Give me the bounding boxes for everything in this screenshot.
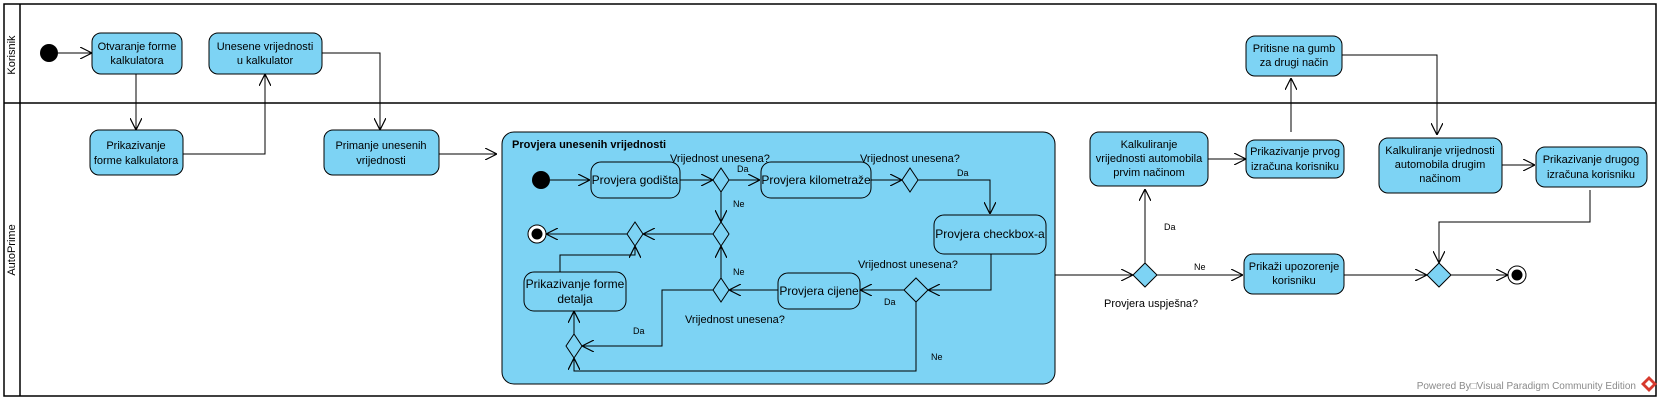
label-vu-km: Vrijednost unesena?	[860, 153, 960, 165]
decision-godiste	[712, 167, 730, 193]
final-node	[1507, 265, 1527, 285]
watermark: Powered By□Visual Paradigm Community Edi…	[1417, 376, 1657, 392]
group-initial-node	[532, 171, 550, 189]
group-title: Provjera unesenih vrijednosti	[512, 139, 666, 151]
label-ne-checkbox: Ne	[931, 352, 943, 362]
svg-text:Provjera cijene: Provjera cijene	[779, 284, 859, 298]
svg-text:Provjera checkbox-a: Provjera checkbox-a	[935, 227, 1045, 241]
merge-ne	[712, 221, 730, 247]
decision-cijena	[712, 277, 730, 303]
merge-detalji	[565, 333, 583, 359]
decision-km	[901, 167, 919, 193]
swimlane-frame: Korisnik AutoPrime	[3, 3, 1657, 397]
action-provjera-cijene: Provjera cijene	[777, 272, 861, 310]
svg-text:Provjera godišta: Provjera godišta	[592, 173, 679, 187]
action-provjera-kilometraze: Provjera kilometraže	[760, 161, 872, 199]
initial-node	[40, 44, 58, 62]
decision-checkbox	[903, 277, 929, 303]
label-da-km: Da	[957, 168, 969, 178]
merge-final	[626, 221, 644, 247]
group-edges	[546, 180, 991, 372]
label-da-checkbox: Da	[884, 297, 896, 307]
label-ne-uspjesna: Ne	[1194, 262, 1206, 272]
decision-uspjesna	[1132, 262, 1158, 288]
label-vu-checkbox: Vrijednost unesena?	[858, 259, 958, 271]
label-da-uspjesna: Da	[1164, 222, 1176, 232]
label-vu-cijena: Vrijednost unesena?	[685, 314, 785, 326]
label-ne-godiste: Ne	[733, 199, 745, 209]
lane-label-autoprime: AutoPrime	[6, 224, 18, 275]
watermark-text: Powered By□Visual Paradigm Community Edi…	[1417, 381, 1636, 392]
merge-end	[1426, 262, 1452, 288]
edge-labels: Vrijednost unesena? Da Ne Vrijednost une…	[633, 153, 1206, 362]
label-da-godiste: Da	[737, 164, 749, 174]
action-provjera-checkbox: Provjera checkbox-a	[933, 214, 1047, 255]
edges	[58, 53, 1591, 275]
group-final-node	[527, 224, 547, 244]
visual-paradigm-logo-icon	[1641, 376, 1657, 392]
lane-label-korisnik: Korisnik	[6, 35, 18, 75]
svg-text:Provjera kilometraže: Provjera kilometraže	[761, 173, 871, 187]
action-provjera-godista: Provjera godišta	[590, 161, 681, 199]
label-provjera-uspjesna: Provjera uspješna?	[1104, 298, 1198, 310]
label-da-cijena: Da	[633, 326, 645, 336]
label-vu-godiste: Vrijednost unesena?	[670, 153, 770, 165]
label-ne-cijena: Ne	[733, 267, 745, 277]
